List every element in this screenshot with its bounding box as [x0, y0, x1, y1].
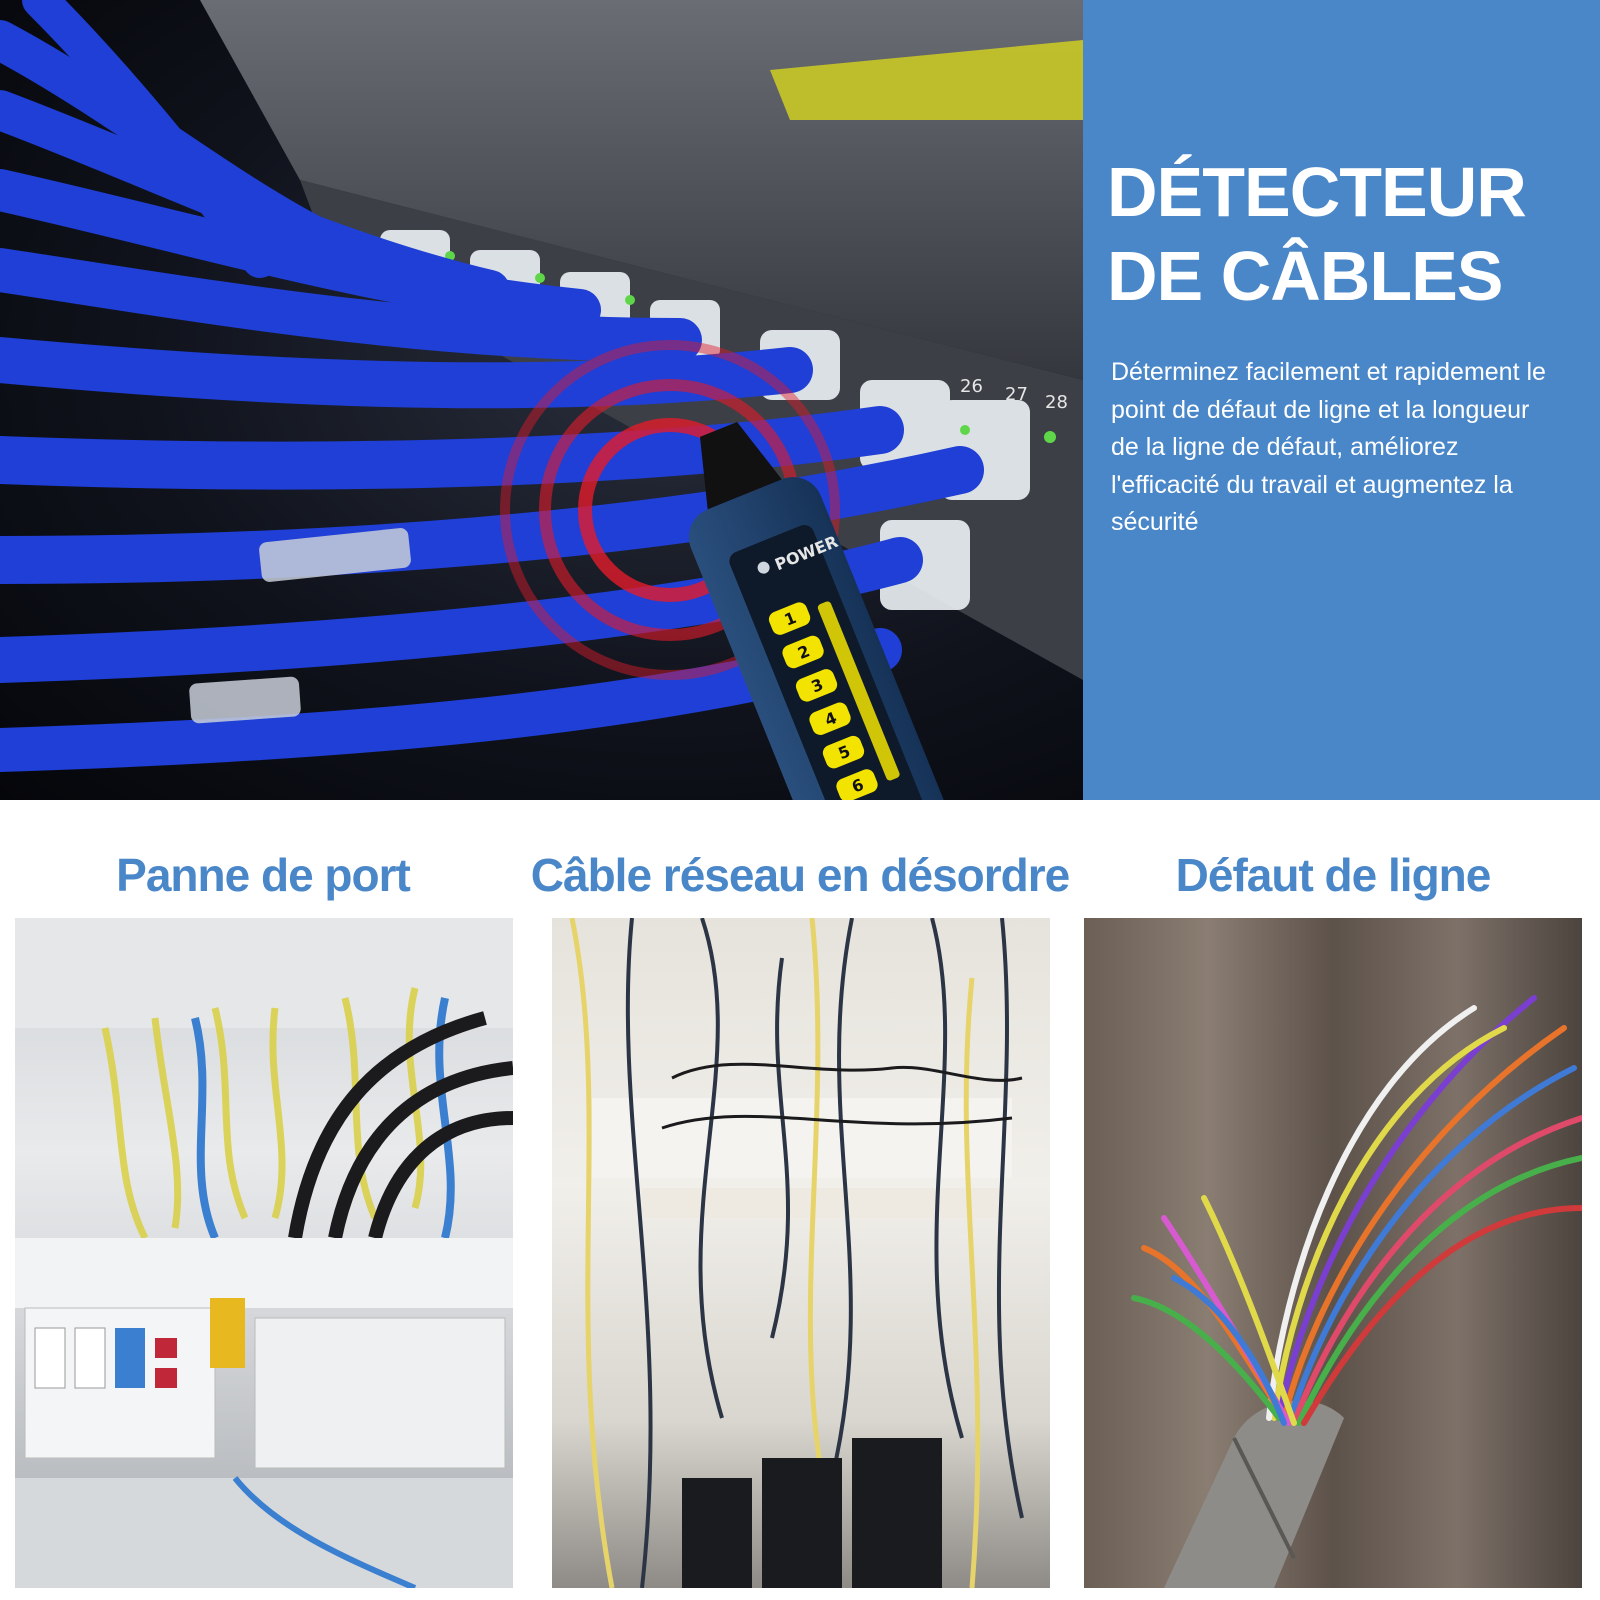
- port-label: 28: [1045, 392, 1068, 413]
- caption-messy-cables: Câble réseau en désordre: [530, 849, 1070, 901]
- caption-port-failure: Panne de port: [116, 849, 411, 901]
- caption-line-fault: Défaut de ligne: [1175, 849, 1492, 901]
- title-line-2: DE CÂBLES: [1107, 237, 1503, 315]
- cable-tester-device: POWER 1 2 3 4 5 6: [688, 421, 958, 800]
- hero-banner: 26 27 28: [0, 0, 1600, 800]
- network-switch-illustration: 26 27 28: [0, 0, 1083, 800]
- cable-tags: [189, 528, 411, 724]
- page-title: DÉTECTEUR DE CÂBLES: [1107, 150, 1577, 318]
- title-line-1: DÉTECTEUR: [1107, 153, 1527, 231]
- electrical-panel-photo: [15, 918, 513, 1588]
- port-label: 27: [1005, 384, 1028, 405]
- product-description: Déterminez facilement et rapidement le p…: [1111, 358, 1546, 536]
- port-label: 26: [960, 376, 983, 397]
- stripped-multicore-cable-photo: [1084, 918, 1582, 1588]
- switch-label-sticker: [770, 40, 1083, 120]
- signal-level-leds: [768, 601, 900, 800]
- hero-info-panel: DÉTECTEUR DE CÂBLES Déterminez facilemen…: [1083, 0, 1600, 800]
- hero-photo-cable-tester: 26 27 28: [0, 0, 1083, 800]
- messy-network-cables-photo: [552, 918, 1050, 1588]
